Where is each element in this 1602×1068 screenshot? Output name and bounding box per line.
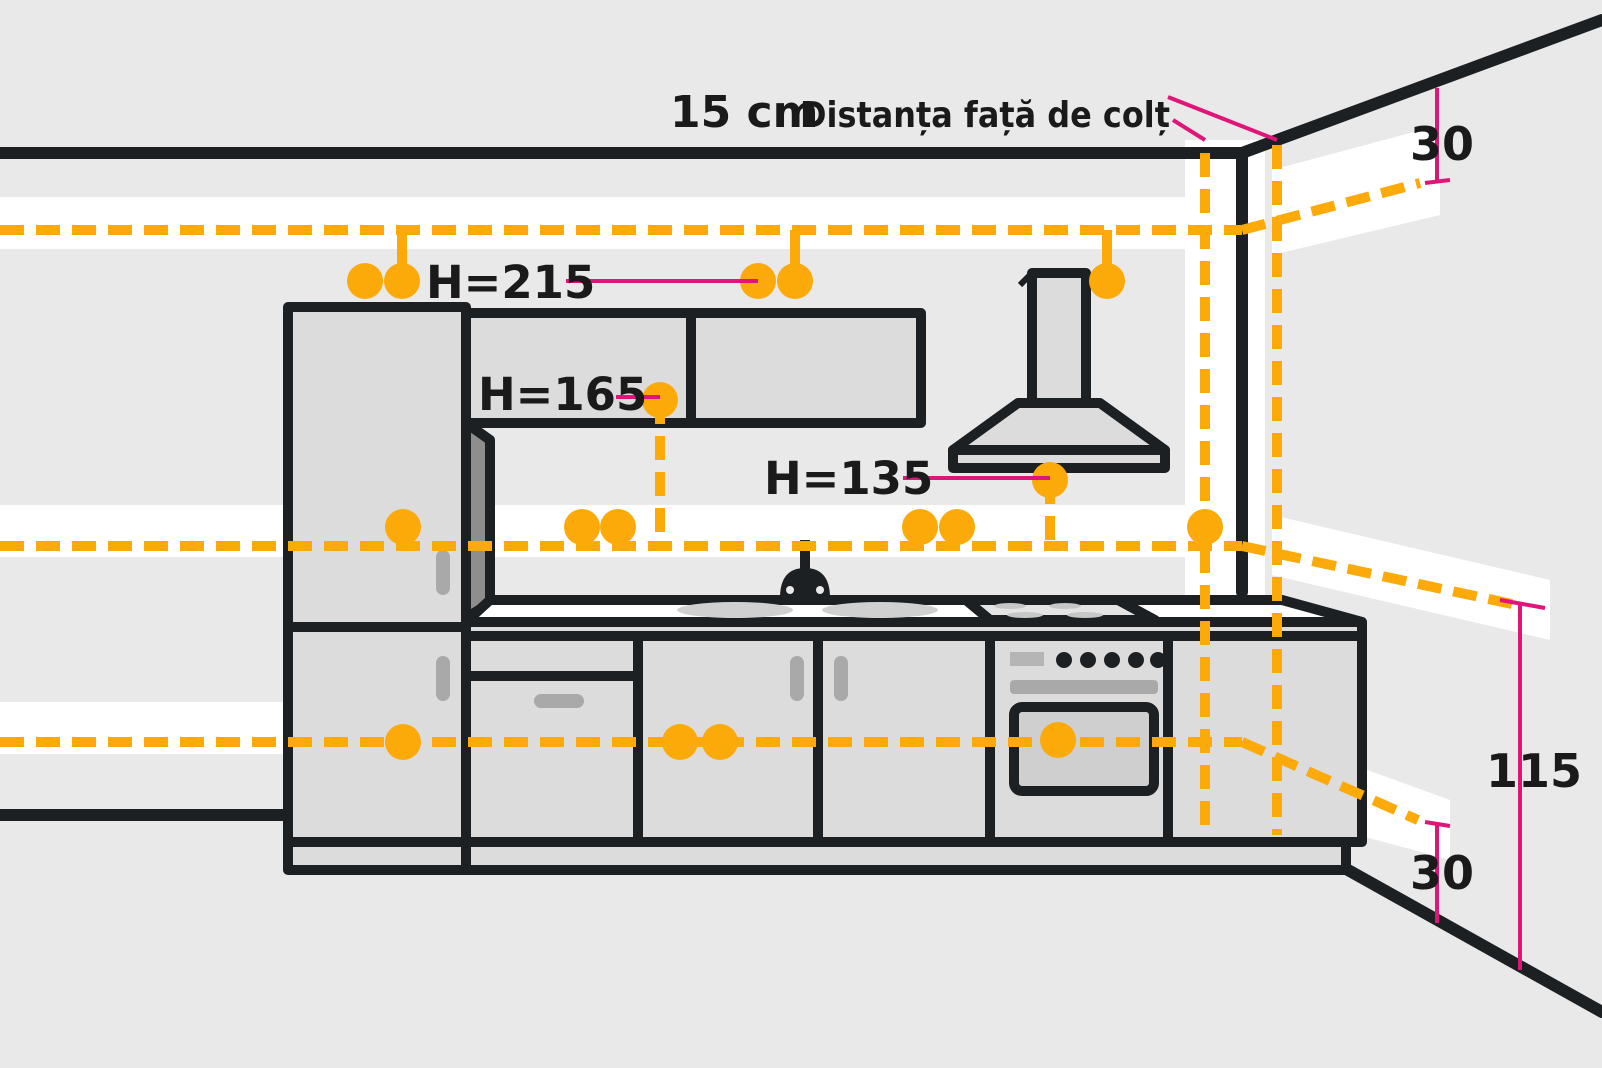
outlet-middle-1 bbox=[385, 509, 421, 545]
wire-bottom-right bbox=[1239, 737, 1421, 825]
wiring-lines bbox=[0, 145, 1514, 835]
faucet-knob-left bbox=[786, 586, 794, 594]
sink-bowl-right bbox=[822, 602, 938, 618]
outlet-hood bbox=[1089, 263, 1125, 299]
oven-knob-2 bbox=[1080, 652, 1096, 668]
outlet-bottom-3 bbox=[702, 724, 738, 760]
oven-knob-4 bbox=[1128, 652, 1144, 668]
oven-knob-1 bbox=[1056, 652, 1072, 668]
hood-chimney-edge bbox=[1017, 270, 1035, 288]
oven-knob-3 bbox=[1104, 652, 1120, 668]
dishwasher-handle bbox=[534, 694, 584, 708]
floor-line-right bbox=[1342, 864, 1602, 1018]
label-h215: H=215 bbox=[426, 256, 595, 309]
wire-top-right bbox=[1240, 178, 1422, 235]
fridge-upper-handle bbox=[436, 550, 450, 595]
outlet-bottom-1 bbox=[385, 724, 421, 760]
label-h135: H=135 bbox=[764, 452, 933, 505]
outlet-top-2 bbox=[384, 263, 420, 299]
wire-middle-right bbox=[1240, 541, 1514, 609]
label-corner-distance: Distanța față de colț bbox=[800, 95, 1170, 136]
sink-bowl-left bbox=[677, 602, 793, 618]
cabinet-side-panel bbox=[461, 418, 495, 623]
outlet-middle-5 bbox=[939, 509, 975, 545]
outlet-top-4 bbox=[777, 263, 813, 299]
outlet-h165 bbox=[642, 382, 678, 418]
label-dim-bottom: 30 bbox=[1410, 846, 1474, 900]
oven-handle bbox=[1010, 680, 1158, 694]
outlet-oven bbox=[1040, 722, 1076, 758]
dim-top-30-tick bbox=[1424, 178, 1451, 185]
outlet-middle-4 bbox=[902, 509, 938, 545]
outlet-top-1 bbox=[347, 263, 383, 299]
oven-knob-5 bbox=[1150, 652, 1166, 668]
faucet bbox=[780, 540, 830, 598]
hood-chimney bbox=[1027, 268, 1091, 408]
dim-bottom-30-tick bbox=[1424, 820, 1451, 828]
tall-fridge-cabinet bbox=[283, 302, 471, 875]
cooktop bbox=[961, 595, 1160, 625]
burner-2 bbox=[1049, 603, 1081, 609]
fridge-plinth bbox=[283, 837, 471, 875]
band-top bbox=[0, 197, 1220, 249]
sink-door-handle-right bbox=[834, 656, 848, 701]
burner-3 bbox=[1007, 612, 1043, 618]
dim-right-115-tick bbox=[1499, 598, 1546, 610]
faucet-spout bbox=[800, 540, 810, 595]
base-cabinets bbox=[461, 631, 1367, 875]
dimension-lines bbox=[566, 88, 1546, 970]
outlet-middle-corner bbox=[1187, 509, 1223, 545]
faucet-knob-right bbox=[816, 586, 824, 594]
wall-cabinet-right bbox=[686, 308, 926, 428]
burner-4 bbox=[1067, 612, 1103, 618]
faucet-base bbox=[780, 568, 830, 598]
label-h165: H=165 bbox=[478, 368, 647, 421]
oven bbox=[1009, 652, 1166, 796]
band-right-top bbox=[1272, 125, 1440, 255]
label-corner-value: 15 cm bbox=[670, 87, 818, 138]
fridge-lower-handle bbox=[436, 656, 450, 701]
label-dim-right: 115 bbox=[1486, 744, 1582, 798]
label-dim-top: 30 bbox=[1410, 117, 1474, 171]
wall-cabinets bbox=[461, 308, 926, 623]
leader-corner-1 bbox=[1167, 95, 1278, 142]
base-plinth bbox=[461, 837, 1351, 875]
sink-door-handle-left bbox=[790, 656, 804, 701]
countertop bbox=[461, 595, 1367, 641]
range-hood bbox=[948, 268, 1170, 473]
oven-display bbox=[1010, 652, 1044, 666]
leader-corner-2 bbox=[1171, 118, 1207, 142]
outlets bbox=[347, 263, 1223, 760]
outlet-middle-3 bbox=[600, 509, 636, 545]
band-right-middle bbox=[1272, 515, 1550, 640]
burner-1 bbox=[994, 603, 1026, 609]
outlet-bottom-2 bbox=[662, 724, 698, 760]
oven-window bbox=[1009, 702, 1159, 796]
hood-canopy bbox=[948, 398, 1170, 455]
outlet-middle-2 bbox=[564, 509, 600, 545]
